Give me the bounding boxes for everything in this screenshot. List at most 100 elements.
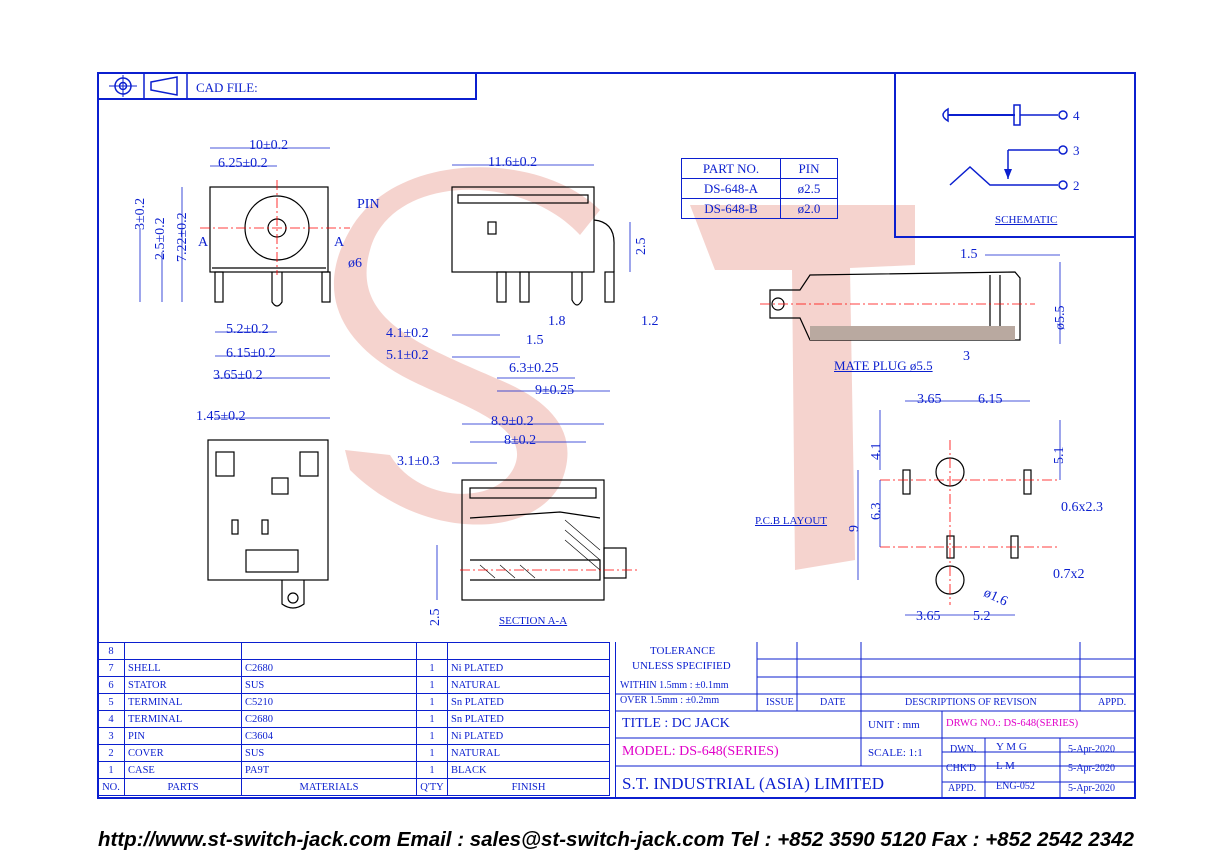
appd-name: ENG-052 xyxy=(996,781,1035,792)
bom-header-materials: MATERIALS xyxy=(241,778,417,796)
model-text: MODEL: DS-648(SERIES) xyxy=(622,744,779,759)
tolerance-label: TOLERANCE xyxy=(650,645,716,657)
plug-dim-1-5: 1.5 xyxy=(960,247,978,262)
pin-table-header-part: PART NO. xyxy=(681,158,781,179)
bom-cell-no: 3 xyxy=(97,727,125,745)
cad-file-box xyxy=(97,72,477,100)
bom-cell-qty: 1 xyxy=(416,693,448,711)
pcb-dim-6-15: 6.15 xyxy=(978,392,1003,407)
appd-date: 5-Apr-2020 xyxy=(1068,783,1116,794)
side-dim-5-1: 5.1±0.2 xyxy=(386,348,429,363)
scale-text: SCALE: 1:1 xyxy=(868,747,923,759)
pcb-dim-5-2: 5.2 xyxy=(973,609,991,624)
bom-cell-finish: Ni PLATED xyxy=(447,727,610,745)
bom-cell-qty: 1 xyxy=(416,659,448,677)
rev-description-header: DESCRIPTIONS OF REVISON xyxy=(905,697,1037,708)
side-dim-9: 9±0.25 xyxy=(535,383,575,398)
front-dim-3: 3±0.2 xyxy=(133,197,148,230)
bom-cell-part: COVER xyxy=(124,744,242,762)
pcb-title: P.C.B LAYOUT xyxy=(755,515,828,527)
section-dim-2-5: 2.5 xyxy=(428,608,443,627)
appd-label: APPD. xyxy=(948,783,977,794)
bom-cell-finish xyxy=(447,642,610,660)
bom-cell-finish: Sn PLATED xyxy=(447,693,610,711)
drawing-frame xyxy=(97,72,1136,799)
bom-cell-no: 1 xyxy=(97,761,125,779)
side-dim-6-3: 6.3±0.25 xyxy=(509,361,559,376)
bom-cell-qty xyxy=(416,642,448,660)
section-dim-8-9: 8.9±0.2 xyxy=(491,414,534,429)
title-block-grid xyxy=(615,642,1136,799)
pcb-note-slot-a: 0.6x2.3 xyxy=(1061,500,1103,515)
front-dim-3-65: 3.65±0.2 xyxy=(213,368,263,383)
pcb-dim-5-1: 5.1 xyxy=(1052,446,1067,465)
pcb-dim-3-65-top: 3.65 xyxy=(917,392,942,407)
rev-date-header: DATE xyxy=(820,697,846,708)
bom-header-qty: Q'TY xyxy=(416,778,448,796)
bom-cell-part: CASE xyxy=(124,761,242,779)
schematic-diagram xyxy=(942,104,1068,190)
pcb-note-slot-b: 0.7x2 xyxy=(1053,567,1085,582)
tolerance-within: WITHIN 1.5mm : ±0.1mm xyxy=(620,680,729,691)
bom-cell-no: 8 xyxy=(97,642,125,660)
rev-issue-header: ISSUE xyxy=(766,697,794,708)
pcb-dim-9: 9 xyxy=(847,525,862,532)
unit-text: UNIT : mm xyxy=(868,719,920,731)
bom-cell-material: PA9T xyxy=(241,761,417,779)
bom-cell-no: 7 xyxy=(97,659,125,677)
title-block xyxy=(615,642,1137,799)
bom-header-no: NO. xyxy=(97,778,125,796)
front-dim-center: 6.25±0.2 xyxy=(218,156,268,171)
bom-cell-no: 5 xyxy=(97,693,125,711)
schematic-pin-3: 3 xyxy=(1073,143,1080,158)
bom-cell-material: SUS xyxy=(241,676,417,694)
front-pin-label: PIN xyxy=(357,197,380,212)
schematic-pin-4: 4 xyxy=(1073,108,1080,123)
schematic-pin-2: 2 xyxy=(1073,178,1080,193)
front-dim-width: 10±0.2 xyxy=(249,138,289,153)
section-title: SECTION A-A xyxy=(499,615,568,627)
bom-cell-material: C5210 xyxy=(241,693,417,711)
bom-cell-no: 4 xyxy=(97,710,125,728)
bom-cell-material: C3604 xyxy=(241,727,417,745)
drawing-number: DRWG NO.: DS-648(SERIES) xyxy=(946,718,1079,729)
bom-cell-part: TERMINAL xyxy=(124,710,242,728)
bom-cell-part: SHELL xyxy=(124,659,242,677)
cad-file-label: CAD FILE: xyxy=(196,80,258,95)
bom-header-finish: FINISH xyxy=(447,778,610,796)
schematic-box xyxy=(894,72,1136,238)
rev-appd-header: APPD. xyxy=(1098,697,1127,708)
plug-title: MATE PLUG ø5.5 xyxy=(834,358,933,373)
front-diameter: ø6 xyxy=(348,256,362,271)
contact-footer[interactable]: http://www.st-switch-jack.com Email : sa… xyxy=(98,828,1134,851)
section-mark-left: A xyxy=(198,235,209,250)
bom-cell-finish: Ni PLATED xyxy=(447,659,610,677)
technical-views xyxy=(139,147,1061,616)
plug-dim-5-5: ø5.5 xyxy=(1053,305,1068,331)
front-dim-7-22: 7.22±0.2 xyxy=(175,212,190,262)
bom-cell-part: STATOR xyxy=(124,676,242,694)
bom-cell-finish: BLACK xyxy=(447,761,610,779)
section-mark-right: A xyxy=(334,235,345,250)
title-text: TITLE : DC JACK xyxy=(622,716,730,731)
bom-cell-no: 2 xyxy=(97,744,125,762)
pcb-dim-6-3: 6.3 xyxy=(869,502,884,521)
pcb-dim-3-65-bottom: 3.65 xyxy=(916,609,941,624)
side-dim-2-5: 2.5 xyxy=(634,237,649,256)
chkd-date: 5-Apr-2020 xyxy=(1068,763,1116,774)
bom-cell-material xyxy=(241,642,417,660)
projection-symbol-icon xyxy=(109,74,188,100)
bom-cell-material: C2680 xyxy=(241,659,417,677)
bom-cell-finish: Sn PLATED xyxy=(447,710,610,728)
plug-dim-3: 3 xyxy=(963,349,970,364)
